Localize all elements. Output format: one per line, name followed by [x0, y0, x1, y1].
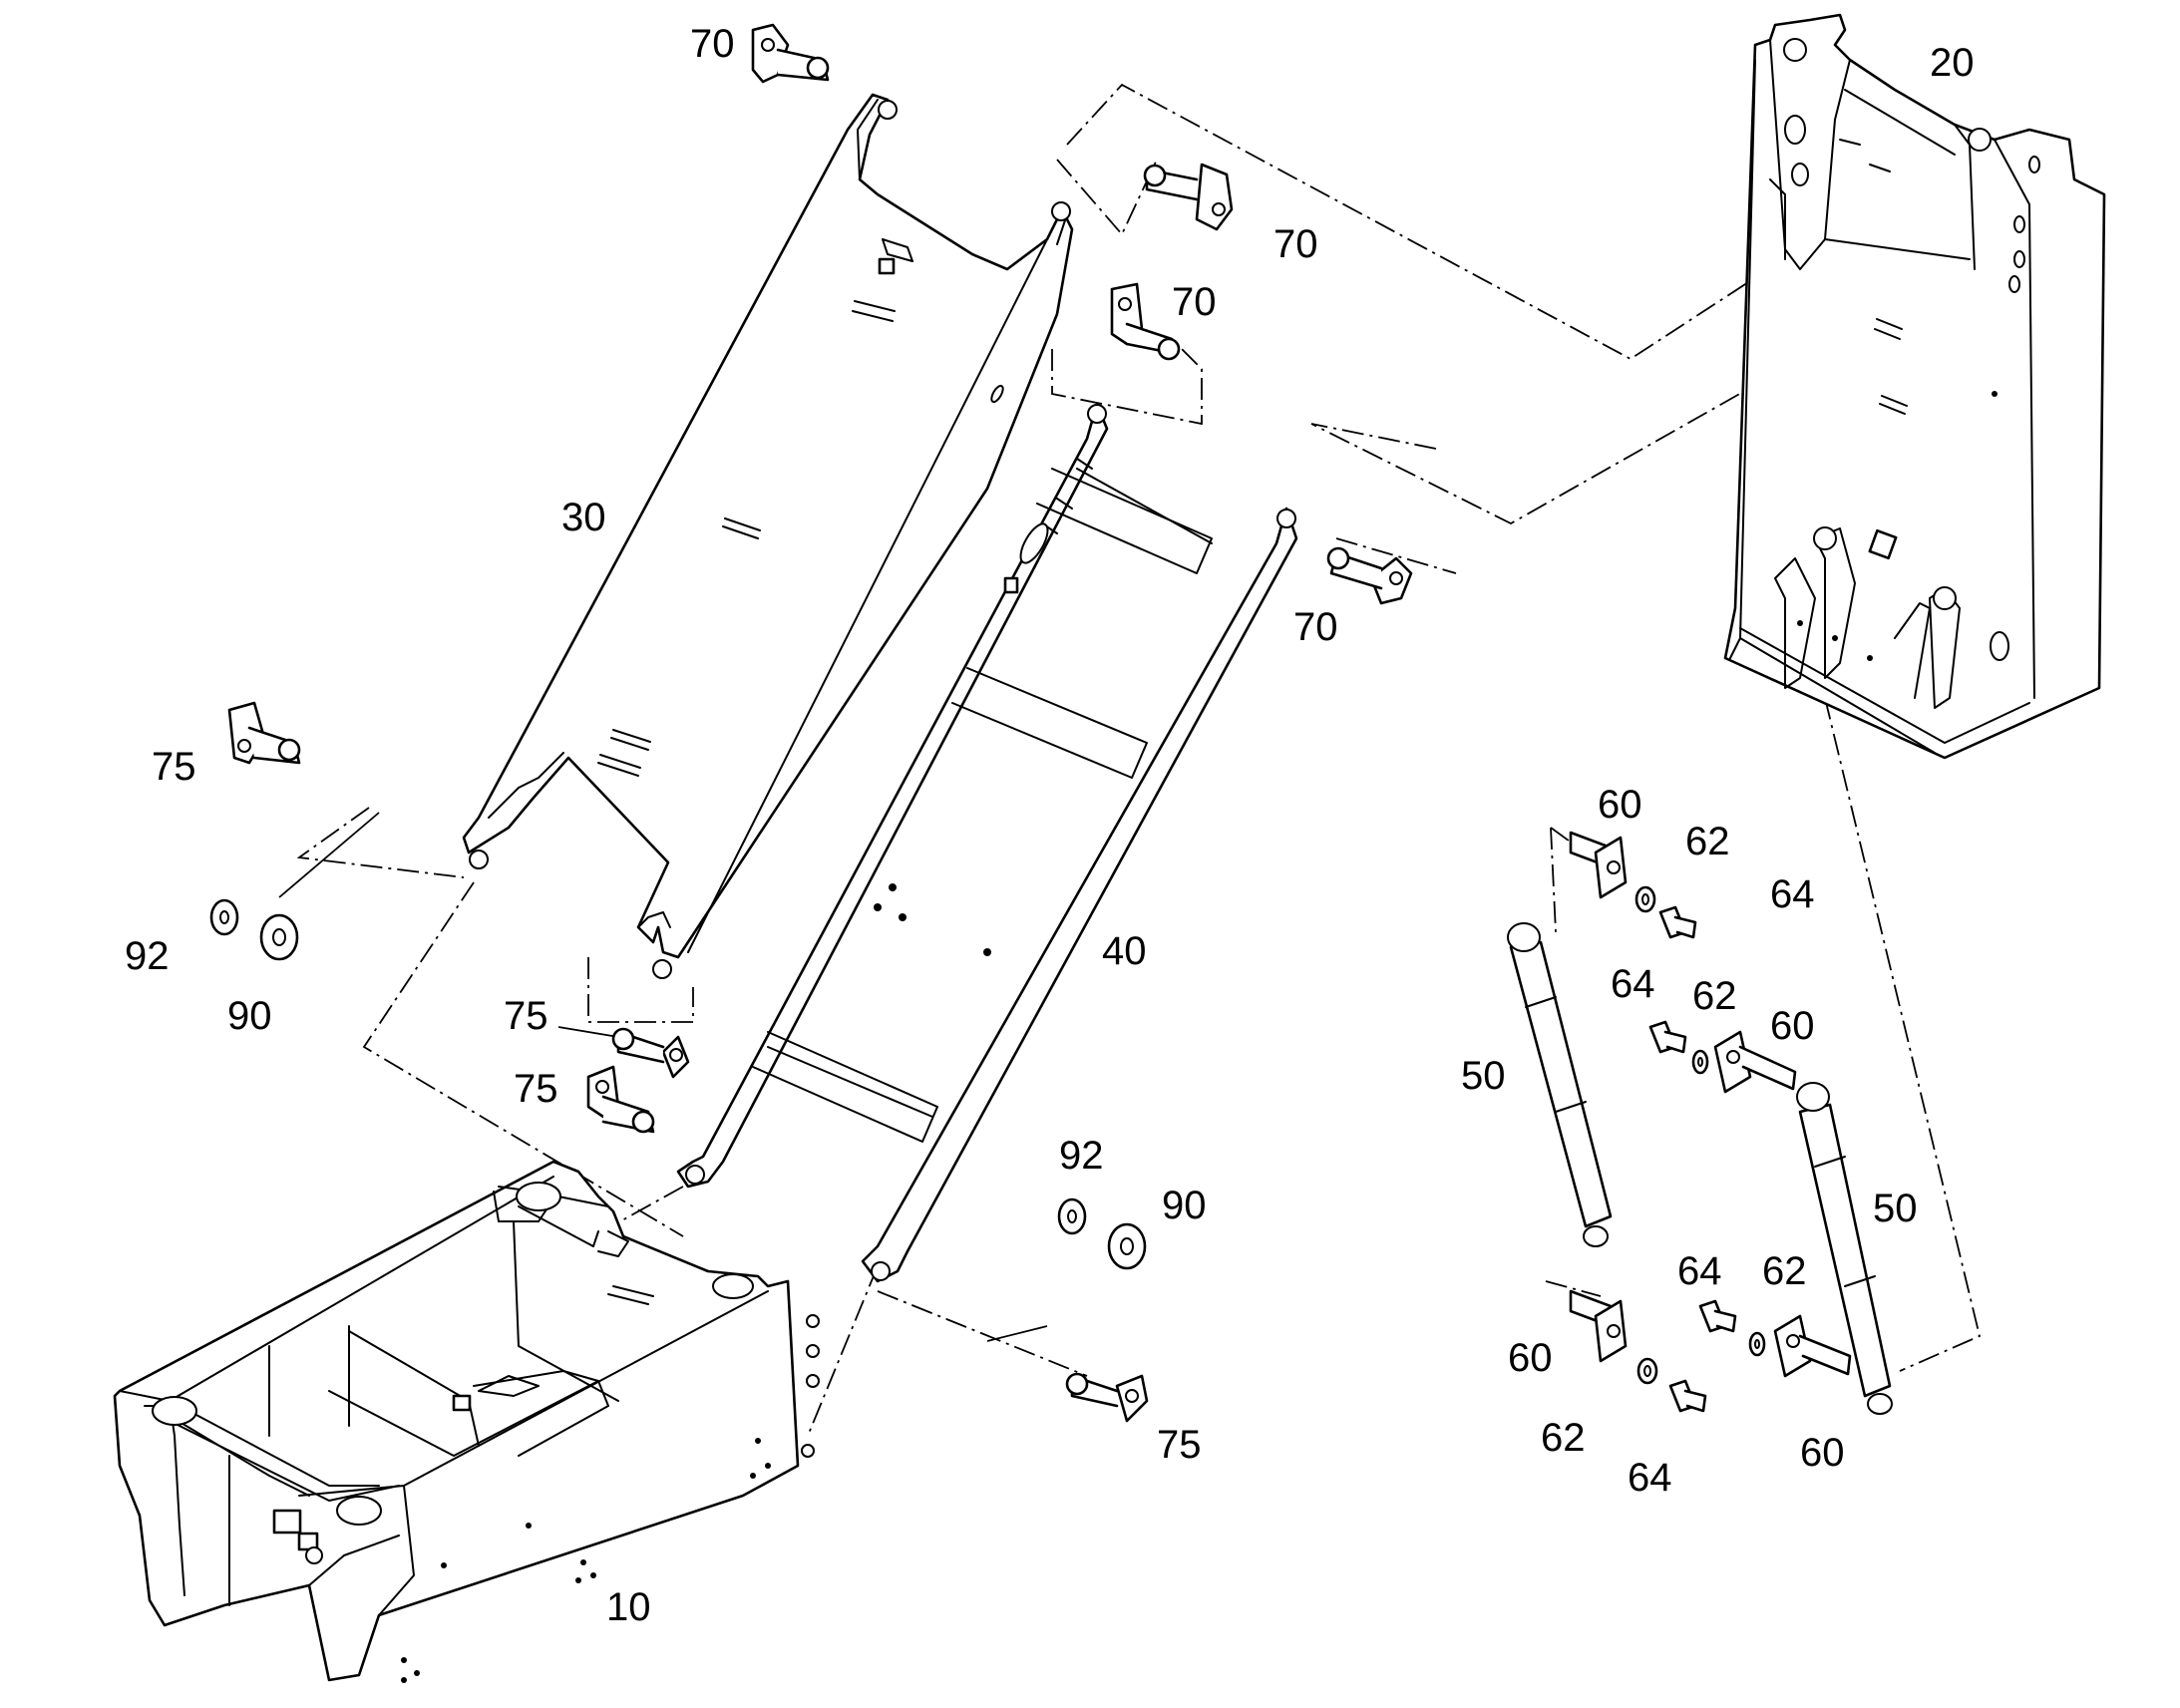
callout-62-b: 62 [1692, 974, 1737, 1018]
leader-lines [278, 812, 1048, 1342]
bolt-64-d [1698, 1299, 1737, 1333]
callout-62-a: 62 [1685, 820, 1730, 863]
part-40-link-frame [676, 402, 1298, 1283]
washer-62-c [1636, 1357, 1658, 1385]
washer-90-left [259, 913, 299, 961]
callout-70-top: 70 [690, 22, 735, 66]
callout-75-middle-upper: 75 [504, 994, 548, 1038]
callout-30: 30 [561, 496, 606, 539]
callout-90-right: 90 [1162, 1184, 1207, 1227]
washer-62-d [1748, 1331, 1766, 1357]
callout-50-left: 50 [1461, 1054, 1506, 1098]
callout-60-d: 60 [1800, 1431, 1845, 1475]
washer-62-a [1635, 885, 1656, 913]
washer-92-right [1057, 1197, 1087, 1235]
callout-64-c: 64 [1628, 1456, 1672, 1500]
callout-92-right: 92 [1059, 1134, 1104, 1178]
callout-60-c: 60 [1508, 1336, 1553, 1380]
callout-75-lower-right: 75 [1157, 1423, 1202, 1467]
bolt-64-b [1648, 1020, 1687, 1054]
pin-70-right [1326, 546, 1413, 605]
washer-92-left [209, 898, 239, 936]
bolt-64-c [1668, 1379, 1707, 1413]
part-50-cylinder-left [1507, 922, 1613, 1247]
callout-10: 10 [606, 1585, 651, 1629]
pin-60-b [1713, 1030, 1797, 1094]
callout-20: 20 [1930, 41, 1975, 85]
callout-40: 40 [1102, 929, 1147, 973]
pin-70-upper-right [1143, 163, 1234, 231]
callout-92-left: 92 [125, 934, 170, 978]
pin-75-left [227, 701, 301, 765]
callout-75-left: 75 [152, 745, 196, 789]
pin-60-c [1569, 1289, 1628, 1363]
pin-60-d [1773, 1314, 1852, 1378]
callout-60-a: 60 [1598, 783, 1642, 827]
pin-75-middle-lower [586, 1065, 655, 1134]
pin-75-lower-right [1065, 1372, 1149, 1423]
callout-64-b: 64 [1611, 962, 1655, 1006]
callout-75-middle-lower: 75 [514, 1067, 558, 1111]
washer-62-b [1691, 1049, 1709, 1075]
part-50-cylinder-right [1796, 1082, 1893, 1415]
callout-64-d: 64 [1677, 1249, 1722, 1293]
callout-50-right: 50 [1873, 1187, 1918, 1230]
pin-70-middle [1110, 282, 1181, 361]
callout-62-d: 62 [1762, 1249, 1807, 1293]
callout-60-b: 60 [1770, 1004, 1815, 1048]
callout-70-upper-right: 70 [1273, 222, 1318, 266]
callout-62-c: 62 [1541, 1416, 1586, 1460]
pin-60-a [1569, 831, 1628, 899]
callout-labels: 10 20 30 40 50 50 60 60 60 60 62 62 62 6… [125, 22, 1975, 1629]
callout-90-left: 90 [227, 994, 272, 1038]
bolt-64-a [1658, 905, 1697, 939]
part-30-lift-arm [462, 93, 1074, 979]
callout-64-a: 64 [1770, 872, 1815, 916]
callout-70-middle: 70 [1172, 280, 1217, 324]
pin-70-top [751, 23, 830, 84]
part-20-tower-frame [1723, 13, 2106, 760]
part-10-base-frame [113, 1160, 820, 1683]
callout-70-right: 70 [1293, 605, 1338, 649]
pin-75-middle-upper [611, 1027, 690, 1079]
washer-90-right [1107, 1222, 1147, 1270]
